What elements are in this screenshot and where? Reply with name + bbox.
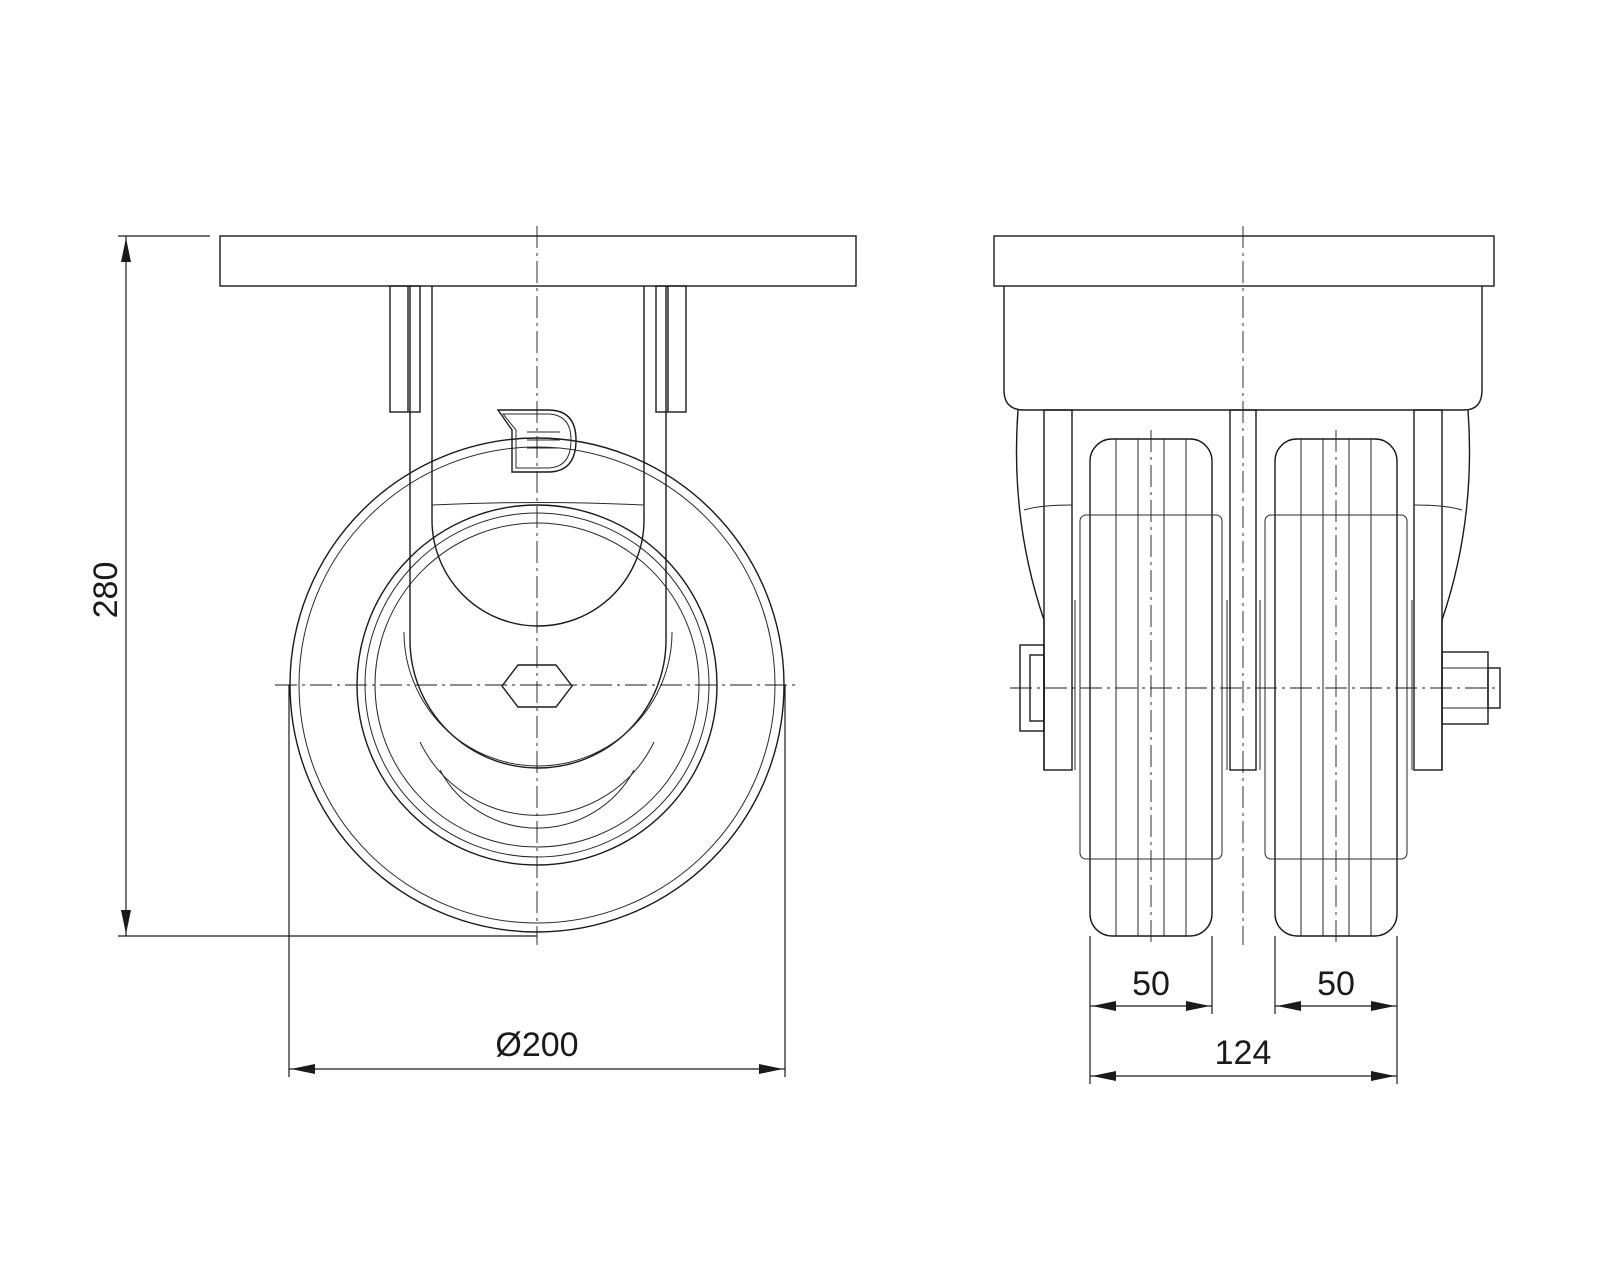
wheel-width-right-label: 50 (1317, 965, 1355, 1003)
wheel-width-dimension-left: 50 (1089, 936, 1213, 1084)
side-mounting-plate (993, 235, 1495, 287)
mounting-plate (219, 235, 857, 287)
wheel-width-dimension-right: 50 (1274, 936, 1398, 1084)
overall-width-dimension: 124 (1090, 1034, 1397, 1081)
side-fork-legs (1015, 409, 1471, 771)
side-view: 50 50 124 (993, 226, 1501, 1084)
overall-width-label: 124 (1215, 1034, 1272, 1072)
d-logo-icon (496, 409, 577, 473)
height-dimension: 280 (87, 235, 537, 937)
diameter-label: Ø200 (495, 1026, 578, 1064)
diameter-dimension: Ø200 (288, 685, 786, 1077)
wheel-width-left-label: 50 (1132, 965, 1170, 1003)
axle-nut (501, 664, 573, 708)
height-label: 280 (87, 562, 125, 619)
front-view: 280 Ø200 (87, 226, 857, 1077)
fork-bracket (389, 285, 687, 769)
